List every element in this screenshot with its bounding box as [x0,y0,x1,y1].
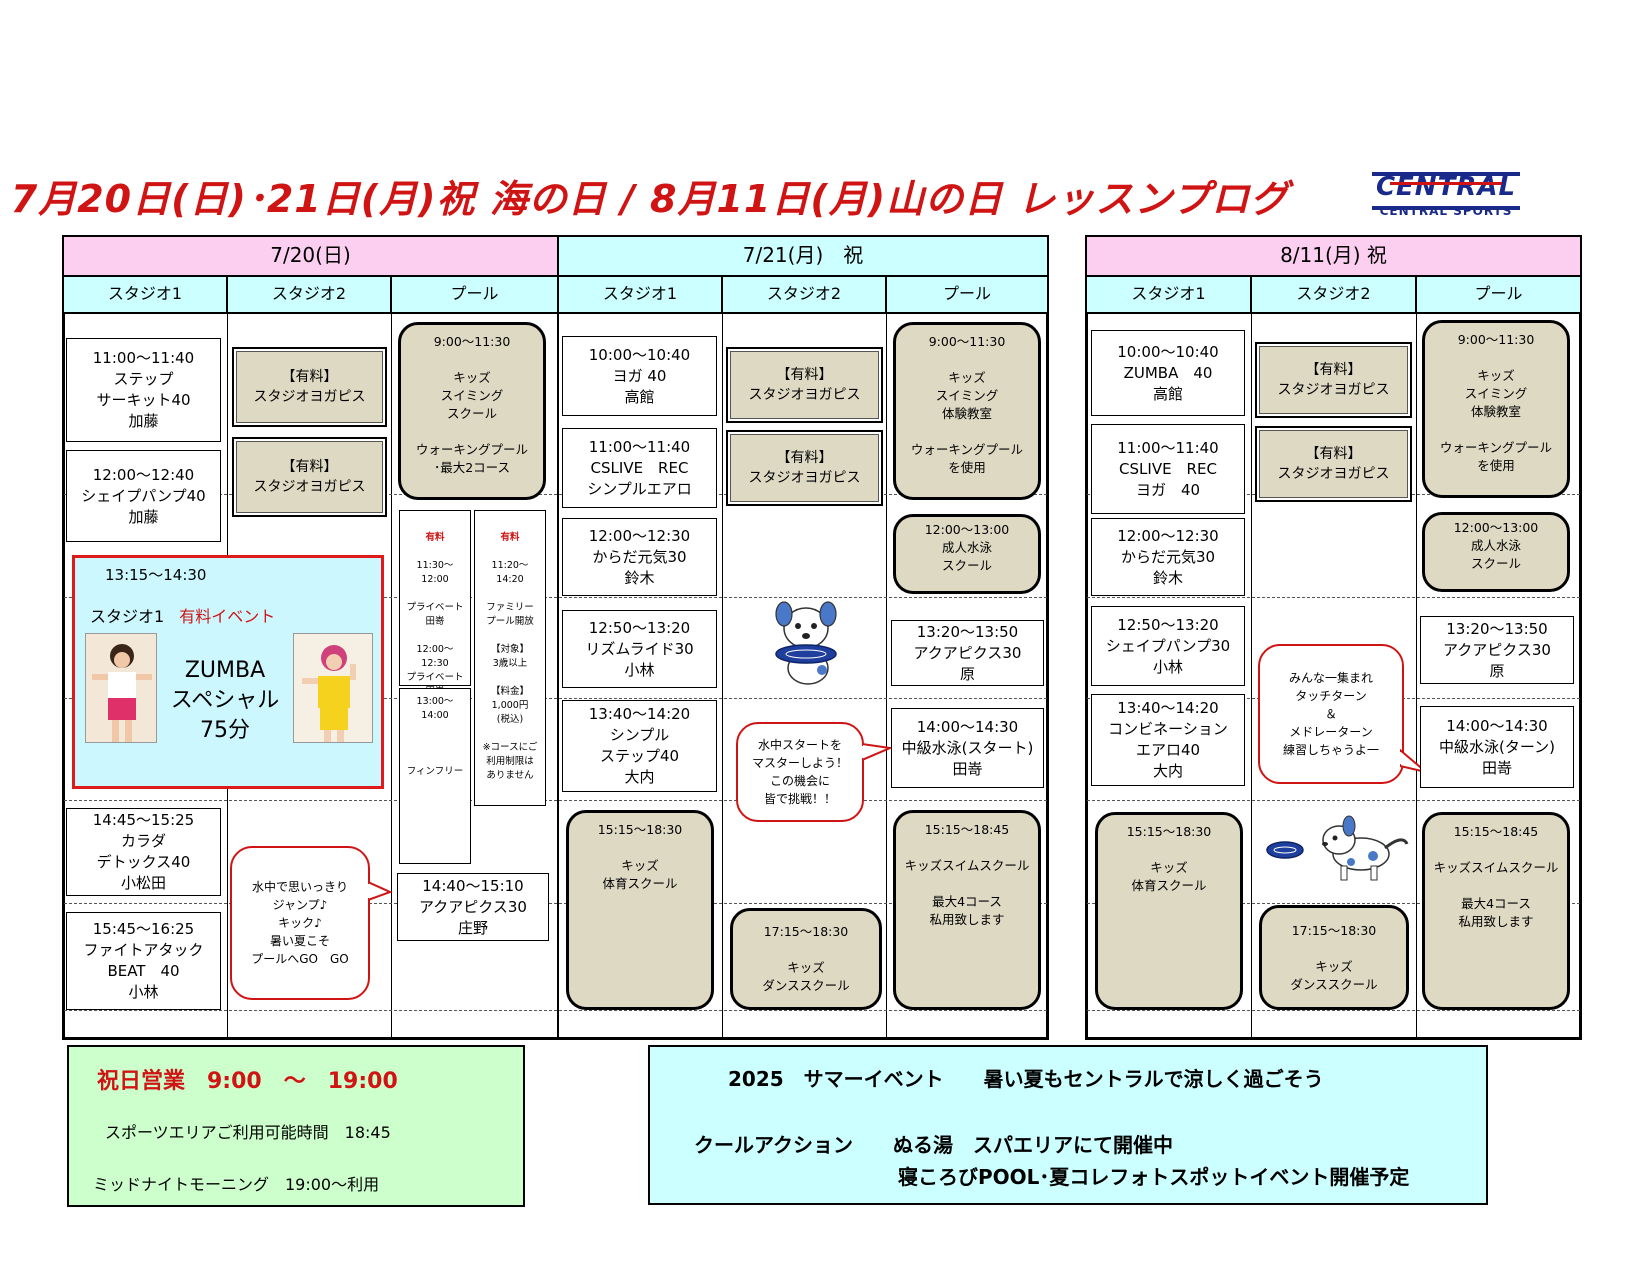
pool-fin-free[interactable]: 13:00～ 14:00 フィンフリー [399,688,471,864]
col-header-studio1: スタジオ1 [557,277,723,314]
midnight-morning: ミッドナイトモーニング 19:00～利用 [93,1175,380,1194]
lesson-name: スタジオヨガピス [748,470,861,486]
family-pool-details: 11:20～ 14:20 ファミリー プール開放 【対象】 3歳以上 【料金】 … [482,560,538,781]
bubble-tail [862,742,892,762]
pool-kids-swimming-school[interactable]: 9:00～11:30 キッズ スイミング スクール ウォーキングプール ･最大2… [398,322,546,500]
lesson-studio-yogapis[interactable]: 【有料】 スタジオヨガピス [1255,342,1412,418]
kids-gym-school[interactable]: 15:15～18:30 キッズ 体育スクール [566,810,714,1010]
lesson-simple-step[interactable]: 13:40～14:20 シンプル ステップ40 大内 [562,700,717,792]
lesson-intermediate-swim-turn[interactable]: 14:00～14:30 中級水泳(ターン) 田嵜 [1420,706,1574,788]
lesson-fight-attack[interactable]: 15:45～16:25 ファイトアタック BEAT 40 小林 [66,912,221,1010]
col-header-pool: プール [1415,277,1582,314]
paid-label: 有料 [500,532,520,543]
lesson-yoga40[interactable]: 10:00～10:40 ヨガ 40 高館 [562,336,717,416]
pool-adult-swim-school[interactable]: 12:00～13:00 成人水泳 スクール [893,514,1041,594]
lesson-karada-detox[interactable]: 14:45～15:25 カラダ デトックス40 小松田 [66,808,221,896]
col-header-studio2: スタジオ2 [226,277,392,314]
event-name-1: ZUMBA [184,658,266,683]
dog-frisbee-icon [1266,815,1409,881]
lesson-shape-pump30[interactable]: 12:50～13:20 シェイプパンプ30 小林 [1091,606,1245,686]
paid-label: 【有料】 [776,367,833,383]
lesson-name: スタジオヨガピス [748,387,861,403]
pool-kids-swimming-trial[interactable]: 9:00～11:30 キッズ スイミング 体験教室 ウォーキングプール を使用 [1422,320,1570,498]
lesson-studio-yogapis[interactable]: 【有料】 スタジオヨガピス [726,347,883,423]
lesson-name: スタジオヨガピス [1277,382,1390,398]
event-time: 13:15～14:30 [105,566,207,584]
pool-private-lesson[interactable]: 有料 11:30～ 12:00 プライベート 田嵜 12:00～ 12:30 プ… [399,510,471,697]
lesson-name: スタジオヨガピス [253,479,366,495]
lesson-combination-aero[interactable]: 13:40～14:20 コンビネーション エアロ40 大内 [1091,694,1245,786]
event-name-2: スペシャル [170,688,280,713]
lesson-karada-genki[interactable]: 12:00～12:30 からだ元気30 鈴木 [1091,518,1245,596]
pool-family-open[interactable]: 有料 11:20～ 14:20 ファミリー プール開放 【対象】 3歳以上 【料… [474,510,546,806]
paid-label: 【有料】 [281,369,338,385]
holiday-hours: 祝日営業 9:00 ～ 19:00 [97,1069,398,1094]
lesson-shape-pump[interactable]: 12:00～12:40 シェイプパンプ40 加藤 [66,450,221,542]
lesson-zumba40[interactable]: 10:00～10:40 ZUMBA 40 高館 [1091,330,1245,416]
summer-event-box: 2025 サマーイベント 暑い夏もセントラルで涼しく過ごそう クールアクション … [648,1045,1488,1205]
paid-label: 【有料】 [1305,362,1362,378]
speech-bubble-jump: 水中で思いっきり ジャンプ♪ キック♪ 暑い夏こそ プールへGO GO [230,846,370,1000]
summer-event-line2: クールアクション ぬる湯 スパエリアにて開催中 [694,1133,1173,1157]
lesson-karada-genki[interactable]: 12:00～12:30 からだ元気30 鈴木 [562,518,717,596]
lesson-aquapix-shono[interactable]: 14:40～15:10 アクアピクス30 庄野 [397,873,549,941]
sports-area-hours: スポーツエリアご利用可能時間 18:45 [105,1123,391,1142]
event-studio: スタジオ1 [90,607,165,626]
lesson-cslive-simple-aero[interactable]: 11:00～11:40 CSLIVE REC シンプルエアロ [562,428,717,508]
summer-event-line3: 寝ころびPOOL･夏コレフォトスポットイベント開催予定 [898,1165,1410,1189]
lesson-intermediate-swim-start[interactable]: 14:00～14:30 中級水泳(スタート) 田嵜 [891,708,1044,788]
col-header-studio1: スタジオ1 [1085,277,1252,314]
col-header-pool: プール [885,277,1049,314]
col-header-studio1: スタジオ1 [62,277,228,314]
pool-adult-swim-school[interactable]: 12:00～13:00 成人水泳 スクール [1422,512,1570,592]
instructor-photo-left [85,633,157,743]
pool-kids-swimming-trial[interactable]: 9:00～11:30 キッズ スイミング 体験教室 ウォーキングプール を使用 [893,322,1041,500]
col-header-studio2: スタジオ2 [721,277,887,314]
lesson-step-circuit[interactable]: 11:00～11:40 ステップ サーキット40 加藤 [66,338,221,442]
kids-dance-school[interactable]: 17:15～18:30 キッズ ダンススクール [730,908,882,1010]
logo-wordmark: CENTRAL [1372,172,1520,210]
speech-bubble-start: 水中スタートを マスターしよう！ この機会に 皆で挑戦！！ [736,722,864,822]
paid-label: 【有料】 [776,450,833,466]
paid-label: 【有料】 [1305,446,1362,462]
paid-label: 有料 [425,532,445,543]
summer-event-line1: 2025 サマーイベント 暑い夏もセントラルで涼しく過ごそう [728,1067,1324,1091]
logo-subtext: CENTRAL SPORTS [1379,204,1513,218]
kids-gym-school[interactable]: 15:15～18:30 キッズ 体育スクール [1095,812,1243,1010]
col-header-studio2: スタジオ2 [1250,277,1417,314]
day-header-0721: 7/21(月) 祝 [557,235,1049,277]
col-header-pool: プール [390,277,559,314]
paid-label: 【有料】 [281,459,338,475]
day-header-0720: 7/20(日) [62,235,559,277]
event-duration: 75分 [200,718,250,743]
event-zumba-special[interactable]: 13:15～14:30 スタジオ1 有料イベント [72,555,384,789]
lesson-name: スタジオヨガピス [253,389,366,405]
lesson-studio-yogapis[interactable]: 【有料】 スタジオヨガピス [232,437,387,517]
event-tag: 有料イベント [179,607,276,626]
private-lesson-details: 11:30～ 12:00 プライベート 田嵜 12:00～ 12:30 プライベ… [406,560,464,697]
pool-kids-swim-school[interactable]: 15:15～18:45 キッズスイムスクール 最大4コース 私用致します [893,810,1041,1010]
speech-bubble-turn: みんな一集まれ タッチターン ＆ メドレーターン 練習しちゃうよ一 [1258,644,1404,784]
lesson-name: スタジオヨガピス [1277,466,1390,482]
bubble-tail [1400,748,1427,773]
lesson-studio-yogapis[interactable]: 【有料】 スタジオヨガピス [1255,426,1412,502]
lesson-cslive-yoga[interactable]: 11:00～11:40 CSLIVE REC ヨガ 40 [1091,424,1245,514]
lesson-studio-yogapis[interactable]: 【有料】 スタジオヨガピス [232,347,387,427]
holiday-hours-box: 祝日営業 9:00 ～ 19:00 スポーツエリアご利用可能時間 18:45 ミ… [67,1045,525,1207]
instructor-photo-right [293,633,373,743]
lesson-aquapix-hara[interactable]: 13:20～13:50 アクアピクス30 原 [891,620,1044,686]
dog-mascot-icon [775,601,837,685]
lesson-studio-yogapis[interactable]: 【有料】 スタジオヨガピス [726,430,883,506]
central-sports-logo: CENTRAL CENTRAL SPORTS [1372,172,1520,220]
bubble-tail [368,880,392,902]
kids-dance-school[interactable]: 17:15～18:30 キッズ ダンススクール [1259,905,1409,1010]
lesson-rhythm-ride[interactable]: 12:50～13:20 リズムライド30 小林 [562,610,717,688]
day-header-0811: 8/11(月) 祝 [1085,235,1582,277]
pool-kids-swim-school[interactable]: 15:15～18:45 キッズスイムスクール 最大4コース 私用致します [1422,812,1570,1010]
lesson-aquapix-hara[interactable]: 13:20～13:50 アクアピクス30 原 [1420,616,1574,684]
